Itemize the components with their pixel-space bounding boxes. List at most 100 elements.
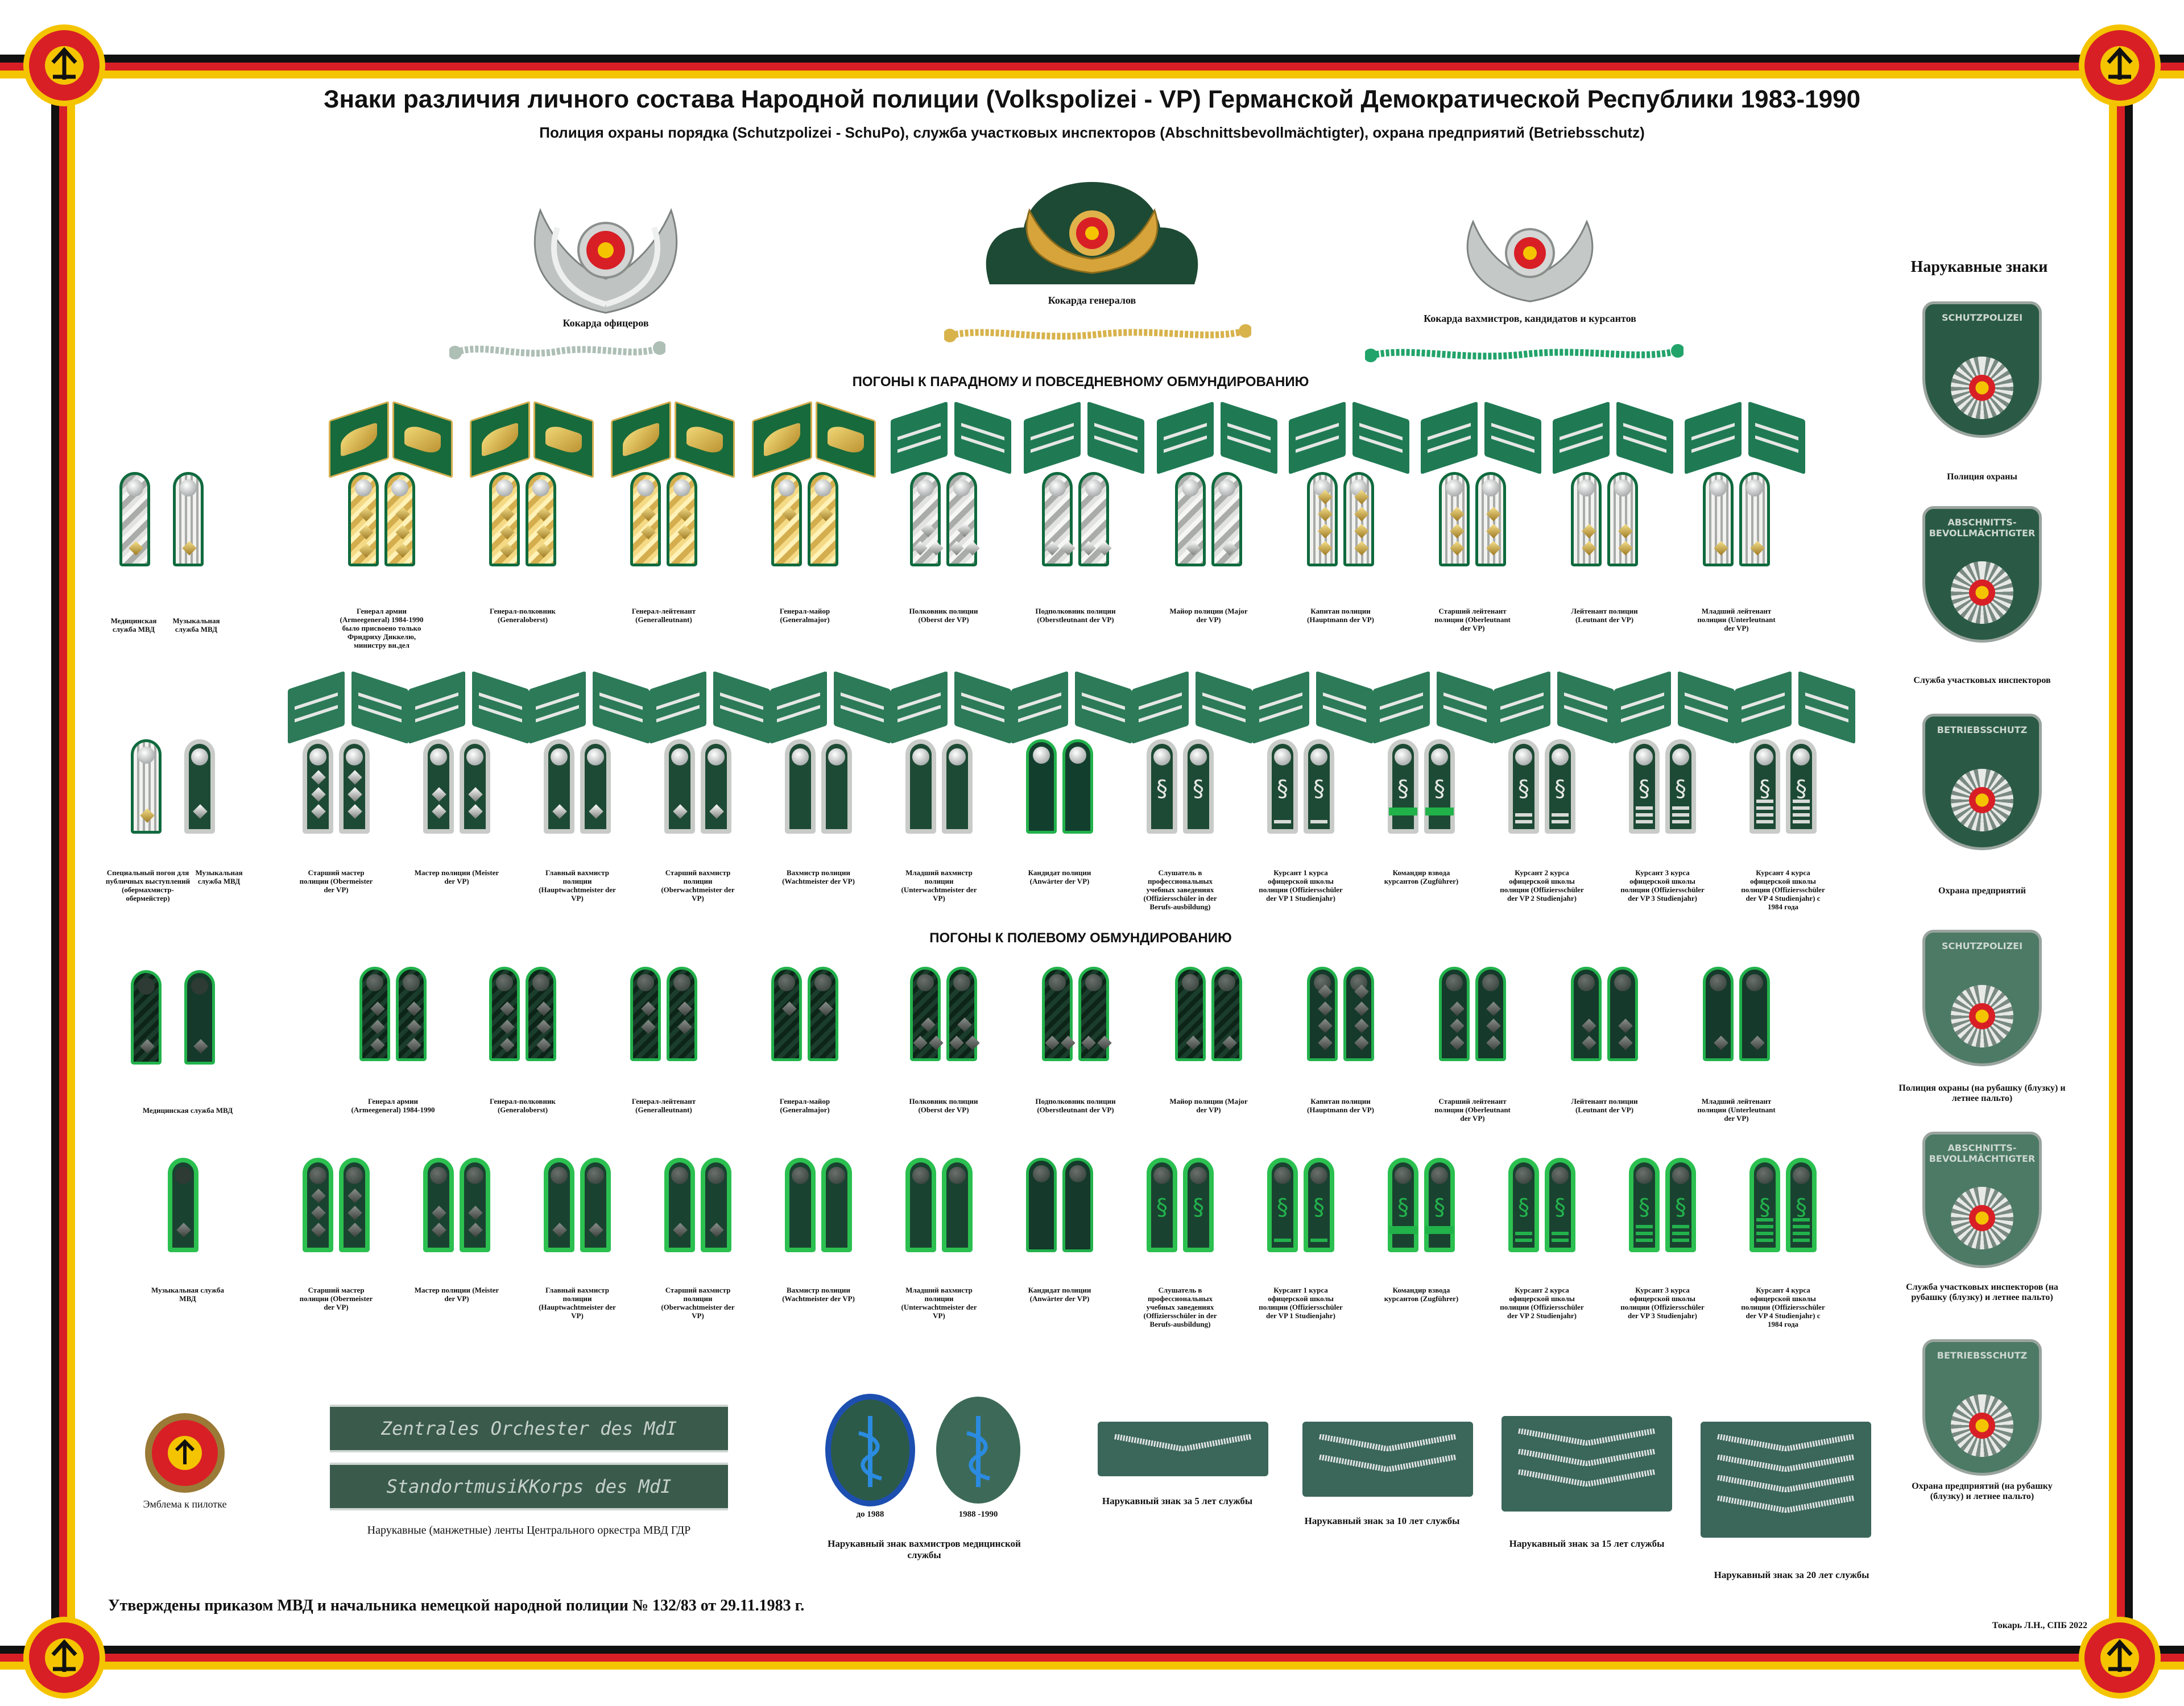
cadet-bar	[1552, 813, 1569, 817]
row3-label-8: Капитан полиции (Hauptmann der VP)	[1307, 1097, 1374, 1114]
service-chevron-1	[1098, 1422, 1268, 1476]
row2-pair-10: §§	[1388, 739, 1455, 834]
board-button-icon	[1049, 974, 1066, 991]
row3-board-6-r	[1078, 967, 1112, 1061]
officers-cockade-icon	[533, 208, 678, 314]
music-board-parade-2	[184, 739, 215, 834]
rank-star-icon	[1618, 1036, 1633, 1050]
row4-board-10-l: §	[1388, 1158, 1418, 1252]
oak-leaf-icon	[623, 422, 659, 457]
border-right-red	[2117, 55, 2125, 1670]
row4-pair-2	[423, 1158, 490, 1252]
sleeve-patch-1: SCHUTZPOLIZEI	[1922, 301, 2042, 438]
board-button-icon	[346, 1167, 363, 1184]
border-right-gold	[2109, 55, 2117, 1670]
rank-star-icon	[395, 525, 410, 540]
board-button-icon	[828, 1167, 845, 1184]
row1-label-10: Лейтенант полиции (Leutnant der VP)	[1571, 607, 1638, 624]
rank-star-icon	[311, 1223, 326, 1237]
chevron-stripe	[1317, 1454, 1458, 1473]
row3-board-2-l	[489, 967, 520, 1061]
row2-board-7-l	[1026, 739, 1057, 834]
sleeve-patch-6: BETRIEBSSCHUTZ	[1922, 1339, 2042, 1476]
rank-star-icon	[913, 1036, 928, 1050]
board-button-icon	[1482, 974, 1499, 991]
rank-star-icon	[500, 507, 515, 521]
border-top-gold	[0, 71, 2184, 78]
row2-label-6: Младший вахмистр полиции (Unterwachtmeis…	[901, 868, 977, 902]
board-button-icon	[430, 748, 447, 765]
rank-star-icon	[1081, 1036, 1096, 1050]
board-button-icon	[708, 748, 725, 765]
rank-star-icon	[1354, 541, 1369, 556]
state-emblem-icon	[1951, 1394, 2013, 1457]
row2-label-3: Главный вахмистр полиции (Hauptwachtmeis…	[539, 868, 616, 902]
row2-board-9-l: §	[1267, 739, 1298, 834]
row3-board-8-l	[1307, 967, 1338, 1061]
chevron-5-label: Нарукавный знак за 5 лет службы	[1102, 1496, 1253, 1506]
board-button-icon	[1578, 479, 1595, 496]
row4-board-5-l	[785, 1158, 816, 1252]
row4-board-13-r: §	[1786, 1158, 1817, 1252]
oak-leaf-icon	[828, 422, 864, 457]
rank-star-icon	[949, 541, 964, 556]
rank-star-icon	[432, 1206, 446, 1220]
row2-label-2: Мастер полиции (Meister der VP)	[414, 868, 499, 885]
rank-star-icon	[1582, 524, 1596, 539]
board-button-icon	[346, 748, 363, 765]
rank-star-icon	[500, 543, 515, 558]
board-button-icon	[949, 1167, 966, 1184]
rank-star-icon	[536, 1001, 551, 1016]
rank-star-icon	[641, 507, 656, 521]
row1-board-1-r	[384, 472, 415, 566]
row1-board-7-r	[1211, 472, 1242, 566]
service-chevron-3	[1502, 1416, 1672, 1512]
row4-board-6-r	[942, 1158, 973, 1252]
border-right-black	[2125, 55, 2133, 1670]
row1-board-8-r	[1343, 472, 1374, 566]
rank-star-icon	[1354, 524, 1369, 539]
cuff-band-1-text: Zentrales Orchester des MdI	[380, 1418, 677, 1439]
row3-board-9-r	[1475, 967, 1506, 1061]
row3-pair-11	[1703, 967, 1770, 1061]
rank-star-icon	[407, 1020, 421, 1034]
cadet-bar	[1552, 1232, 1569, 1235]
row3-board-6-l	[1042, 967, 1076, 1061]
row3-board-2-r	[526, 967, 556, 1061]
rank-star-icon	[1486, 524, 1501, 539]
rank-star-icon	[1618, 524, 1633, 539]
row1-pair-4	[771, 472, 838, 566]
school-s-icon: §	[1675, 1194, 1686, 1220]
board-button-icon	[1069, 747, 1086, 764]
school-s-icon: §	[1397, 1194, 1409, 1220]
sleeve-patch-label-6: Охрана предприятий (на рубашку (блузку) …	[1912, 1481, 2053, 1502]
service-chevron-2	[1302, 1422, 1473, 1497]
border-left-gold	[67, 55, 75, 1670]
board-button-icon	[1614, 479, 1631, 496]
border-bottom-gold	[0, 1662, 2184, 1670]
board-button-icon	[1746, 974, 1763, 991]
row1-board-5-l	[910, 472, 944, 566]
board-button-icon	[1515, 748, 1532, 765]
sleeve-patch-text-1: SCHUTZPOLIZEI	[1941, 312, 2023, 323]
row3-label-7: Майор полиции (Major der VP)	[1169, 1097, 1248, 1114]
rank-star-icon	[348, 770, 362, 785]
oak-leaf-icon	[545, 422, 582, 457]
board-button-icon	[1746, 479, 1763, 496]
board-button-icon	[1710, 974, 1727, 991]
rank-star-icon	[818, 507, 833, 521]
rank-star-icon	[1318, 1001, 1333, 1016]
rank-star-icon	[1582, 1018, 1596, 1033]
row3-board-7-l	[1175, 967, 1206, 1061]
generals-cockade-label: Кокарда генералов	[1048, 295, 1136, 306]
board-button-icon	[1085, 479, 1102, 496]
rank-star-icon	[552, 804, 567, 819]
row4-board-5-r	[821, 1158, 852, 1252]
row4-board-3-l	[544, 1158, 574, 1252]
music-board-field-small	[184, 970, 215, 1065]
border-top-black	[0, 55, 2184, 63]
row4-board-12-r: §	[1665, 1158, 1696, 1252]
board-button-icon	[828, 748, 845, 765]
sleeve-patch-label-5: Служба участковых инспекторов (на рубашк…	[1906, 1282, 2058, 1303]
row4-label-12: Курсант 3 курса офицерской школы полиции…	[1620, 1286, 1705, 1320]
